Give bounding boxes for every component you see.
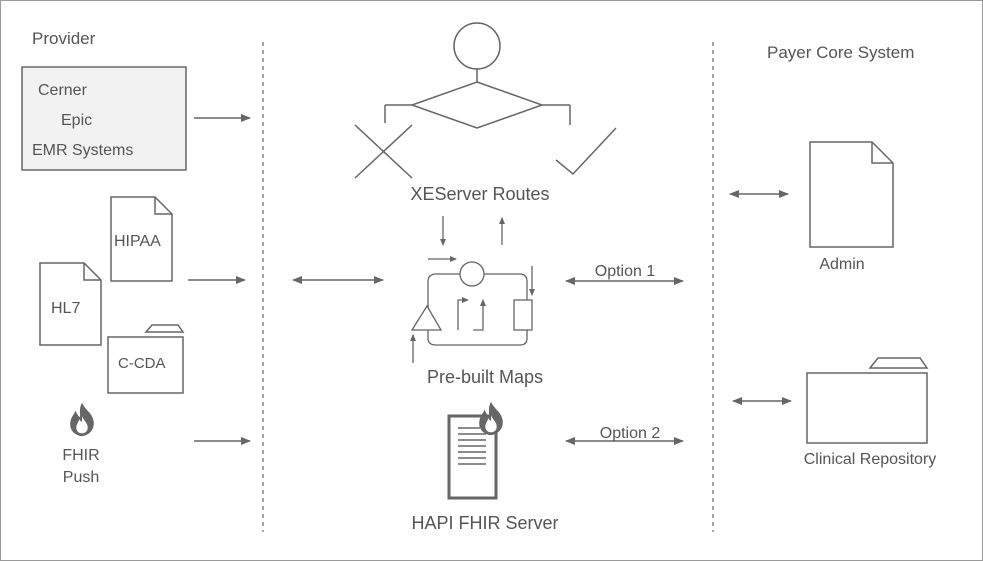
maps-workflow-icon xyxy=(410,256,535,363)
server-flame-icon xyxy=(479,401,503,436)
hipaa-document-icon: HIPAA xyxy=(110,196,173,282)
payer-title: Payer Core System xyxy=(767,43,914,62)
admin-document-icon xyxy=(809,141,894,248)
fhir-push-group: FHIR Push xyxy=(62,402,100,486)
fhir-push-line2: Push xyxy=(63,469,99,486)
option2-label: Option 2 xyxy=(600,425,661,442)
routes-label: XEServer Routes xyxy=(410,184,549,204)
repository-label: Clinical Repository xyxy=(804,451,937,468)
server-icon xyxy=(447,401,503,500)
check-icon xyxy=(555,127,617,176)
emr-item-cerner: Cerner xyxy=(38,82,88,99)
routes-decision-icon xyxy=(354,22,617,179)
repository-folder-icon xyxy=(806,357,929,444)
emr-item-systems: EMR Systems xyxy=(32,142,133,159)
hl7-document-icon: HL7 xyxy=(39,262,102,346)
server-label: HAPI FHIR Server xyxy=(411,513,558,533)
fhir-flame-icon xyxy=(70,402,94,437)
emr-item-epic: Epic xyxy=(61,112,92,129)
provider-title: Provider xyxy=(32,29,96,48)
option1-label: Option 1 xyxy=(595,263,656,280)
maps-label: Pre-built Maps xyxy=(427,367,543,387)
ccda-folder-icon: C-CDA xyxy=(107,324,185,394)
hipaa-label: HIPAA xyxy=(114,233,161,250)
hl7-label: HL7 xyxy=(51,300,80,317)
ccda-label: C-CDA xyxy=(118,355,166,372)
admin-label: Admin xyxy=(819,256,864,273)
emr-systems-box: Cerner Epic EMR Systems xyxy=(21,66,187,171)
fhir-push-line1: FHIR xyxy=(62,447,99,464)
